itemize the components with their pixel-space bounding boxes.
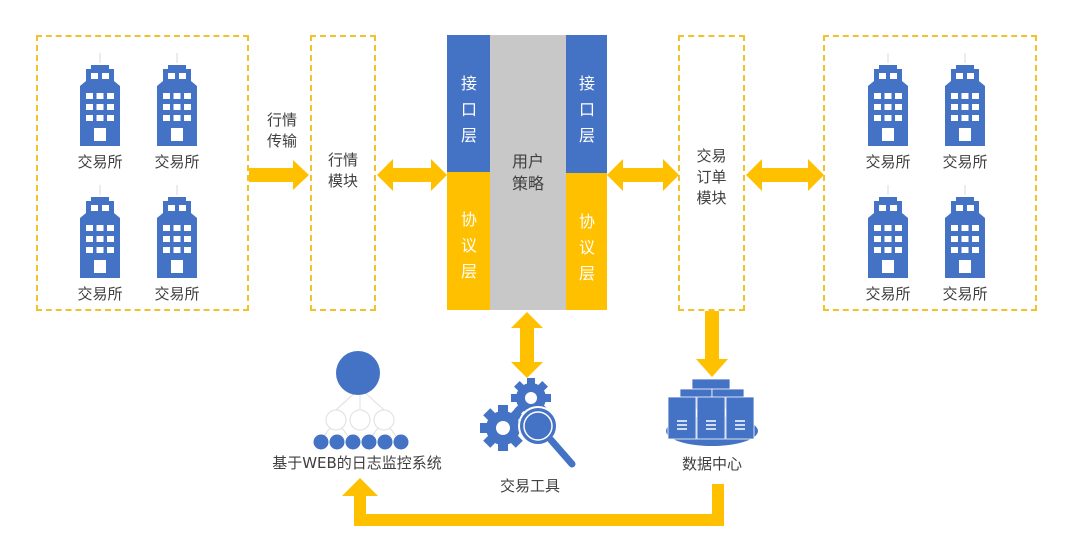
char: 层	[578, 264, 595, 283]
building-icon	[868, 185, 908, 278]
right-interface-label: 接 口 层	[565, 71, 609, 149]
right-exchange-group	[823, 35, 1037, 311]
strategy-line-2: 策略	[511, 174, 544, 193]
char: 协	[578, 212, 595, 231]
exchange-item: 交易所	[141, 53, 211, 173]
market-module-box	[310, 35, 376, 311]
market-transfer-line-2: 传输	[266, 132, 297, 150]
arrow-elbow-icon	[342, 478, 724, 526]
char: 口	[460, 100, 477, 119]
exchange-item: 交易所	[64, 185, 134, 305]
exchange-label: 交易所	[77, 285, 123, 303]
exchange-item: 交易所	[852, 53, 922, 173]
strategy-line-1: 用户	[511, 152, 544, 171]
exchange-item: 交易所	[929, 185, 999, 305]
order-module-label: 交易 订单 模块	[678, 146, 745, 209]
char: 口	[578, 100, 595, 119]
char: 接	[578, 74, 595, 93]
right-interface-layer	[566, 35, 607, 173]
order-module-line-3: 模块	[696, 189, 727, 207]
strategy-layer	[490, 35, 566, 310]
right-protocol-label: 协 议 层	[565, 209, 609, 287]
exchange-item: 交易所	[64, 53, 134, 173]
order-module-line-1: 交易	[696, 147, 727, 165]
char: 议	[578, 238, 595, 257]
bidirectional-arrow-icon	[377, 159, 447, 191]
left-interface-label: 接 口 层	[447, 71, 491, 149]
exchange-label: 交易所	[942, 285, 988, 303]
building-icon	[157, 53, 197, 146]
datacenter-label: 数据中心	[681, 455, 742, 473]
building-icon	[157, 185, 197, 278]
left-protocol-layer	[447, 172, 490, 310]
arrow-right-icon	[249, 160, 309, 190]
core-block: 接 口 层 协 议 层 用户 策略 接 口 层 协 议 层	[447, 35, 607, 310]
market-transfer-line-1: 行情	[266, 111, 297, 129]
exchange-item: 交易所	[141, 185, 211, 305]
server-stack-icon	[666, 378, 758, 446]
market-module-line-2: 模块	[327, 172, 358, 190]
exchange-label: 交易所	[77, 153, 123, 171]
char: 层	[460, 126, 477, 145]
building-icon	[868, 53, 908, 146]
gears-magnifier-icon	[480, 378, 576, 468]
left-protocol-label: 协 议 层	[447, 207, 491, 285]
char: 层	[578, 126, 595, 145]
building-icon	[945, 53, 985, 146]
strategy-label: 用户 策略	[490, 151, 566, 195]
market-transfer-label: 行情 传输	[262, 110, 302, 152]
tools-label: 交易工具	[499, 477, 560, 495]
building-icon	[945, 185, 985, 278]
exchange-item: 交易所	[929, 53, 999, 173]
order-module-box	[678, 35, 745, 311]
left-interface-layer	[447, 35, 490, 172]
bidirectional-arrow-icon	[746, 159, 824, 191]
char: 接	[460, 74, 477, 93]
bidirectional-arrow-icon	[607, 159, 679, 191]
market-module-line-1: 行情	[327, 151, 358, 169]
building-icon	[80, 185, 120, 278]
exchange-label: 交易所	[154, 153, 200, 171]
exchange-label: 交易所	[865, 285, 911, 303]
char: 层	[460, 262, 477, 281]
left-exchange-group	[36, 35, 249, 311]
building-icon	[80, 53, 120, 146]
exchange-label: 交易所	[942, 153, 988, 171]
char: 议	[460, 236, 477, 255]
exchange-item: 交易所	[852, 185, 922, 305]
right-protocol-layer	[566, 173, 607, 310]
char: 协	[460, 210, 477, 229]
monitor-label: 基于WEB的日志监控系统	[272, 454, 442, 472]
order-module-line-2: 订单	[696, 168, 727, 186]
hierarchy-icon	[313, 351, 409, 450]
arrow-down-icon	[696, 311, 728, 377]
exchange-label: 交易所	[154, 285, 200, 303]
market-module-label: 行情 模块	[310, 150, 376, 192]
exchange-label: 交易所	[865, 153, 911, 171]
bidirectional-arrow-vertical-icon	[511, 312, 543, 378]
